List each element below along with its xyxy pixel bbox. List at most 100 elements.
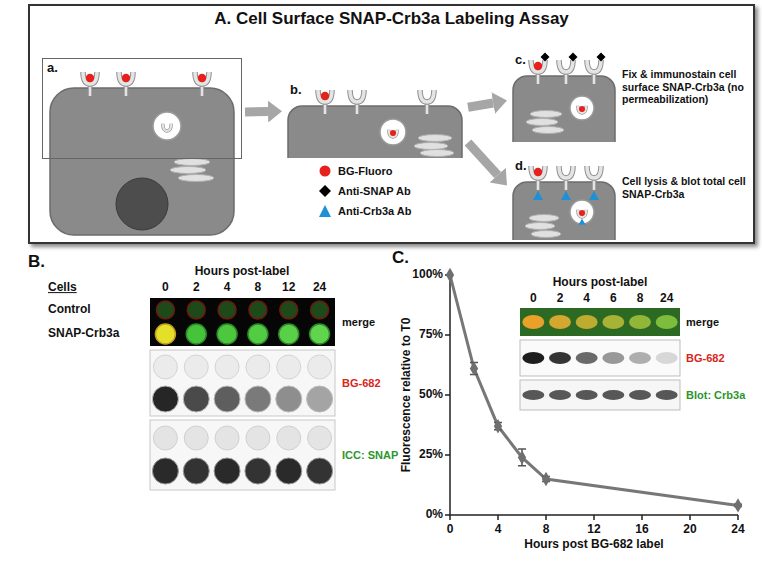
well bbox=[249, 301, 267, 319]
receptor-cup bbox=[195, 72, 209, 84]
bg-fluoro-dot bbox=[579, 210, 585, 216]
well bbox=[215, 355, 239, 379]
cell-body bbox=[513, 76, 615, 142]
golgi-cisterna bbox=[529, 215, 559, 222]
blot-band bbox=[576, 390, 598, 400]
data-marker bbox=[446, 268, 454, 282]
swatch-shape bbox=[319, 185, 331, 197]
well bbox=[155, 324, 175, 344]
receptor-cup bbox=[119, 72, 133, 84]
well bbox=[277, 426, 301, 450]
tick-label: 20 bbox=[683, 523, 696, 537]
receptor-cup bbox=[163, 124, 171, 131]
anti-crb3a-antibody bbox=[579, 219, 586, 225]
golgi-cisterna bbox=[420, 150, 454, 157]
well bbox=[217, 324, 237, 344]
receptor-cup bbox=[420, 90, 434, 102]
well bbox=[245, 386, 271, 412]
axis-tick bbox=[445, 394, 450, 396]
receptor-cup bbox=[559, 60, 573, 72]
well bbox=[311, 301, 329, 319]
tick-label: 8 bbox=[543, 523, 550, 537]
cell-label: a. bbox=[42, 59, 63, 78]
well bbox=[183, 386, 209, 412]
well bbox=[280, 301, 298, 319]
tick-label: 75% bbox=[419, 328, 443, 342]
channel-label: BG-682 bbox=[686, 352, 725, 365]
well bbox=[308, 355, 332, 379]
blot-band bbox=[522, 390, 544, 400]
receptor-cup bbox=[195, 72, 209, 84]
well bbox=[248, 324, 268, 344]
vesicle bbox=[570, 200, 594, 224]
channel-label: BG-682 bbox=[342, 377, 381, 390]
legend-text: Anti-SNAP Ab bbox=[338, 185, 411, 197]
blot-band bbox=[549, 390, 571, 400]
well bbox=[214, 458, 240, 484]
golgi-cisterna bbox=[170, 167, 206, 174]
cell-diagram: b. bbox=[285, 80, 465, 158]
receptor-cup bbox=[587, 60, 601, 72]
cell-diagram: d. bbox=[510, 156, 618, 240]
axis-tick bbox=[545, 515, 547, 520]
cell-illustration bbox=[42, 58, 242, 238]
blot-band bbox=[522, 352, 544, 364]
blot-band bbox=[602, 352, 624, 364]
vesicle bbox=[570, 96, 594, 120]
receptor-cup bbox=[119, 72, 133, 84]
nucleus bbox=[116, 178, 168, 230]
row-label: Control bbox=[48, 303, 91, 317]
receptor-cup bbox=[578, 106, 586, 113]
panel-letter: B. bbox=[28, 252, 45, 272]
blot-band bbox=[549, 352, 571, 364]
receptor-cup bbox=[531, 166, 545, 178]
bg-fluoro-dot bbox=[534, 62, 542, 70]
process-arrow bbox=[468, 103, 493, 107]
tick-label: 50% bbox=[419, 388, 443, 402]
data-marker bbox=[734, 498, 742, 512]
image-ground bbox=[520, 380, 680, 410]
cell-illustration bbox=[510, 50, 618, 142]
step-note: Fix & immunostain cell surface SNAP-Crb3… bbox=[622, 68, 747, 106]
receptor-cup bbox=[587, 166, 601, 178]
axis-title: Fluorescence relative to T0 bbox=[400, 318, 414, 473]
time-label: 2 bbox=[557, 292, 564, 306]
legend-item: Anti-Crb3a Ab bbox=[318, 204, 412, 218]
receptor-cup bbox=[587, 166, 601, 178]
panel-letter: C. bbox=[392, 248, 409, 268]
blot-band bbox=[602, 315, 624, 329]
golgi-cisterna bbox=[418, 135, 452, 142]
blot-band bbox=[549, 315, 571, 329]
time-label: 4 bbox=[224, 281, 231, 295]
receptor-cup bbox=[318, 90, 332, 102]
blot-band bbox=[629, 352, 651, 364]
tick-label: 24 bbox=[731, 523, 744, 537]
well bbox=[187, 301, 205, 319]
channel-label: Blot: Crb3a bbox=[686, 389, 745, 402]
receptor-cup bbox=[318, 90, 332, 102]
well bbox=[276, 458, 302, 484]
time-label: 12 bbox=[282, 281, 295, 295]
tick-label: 100% bbox=[412, 268, 443, 282]
well bbox=[246, 426, 270, 450]
receptor-cup bbox=[531, 166, 545, 178]
time-label: 8 bbox=[255, 281, 262, 295]
time-label: 24 bbox=[660, 292, 673, 306]
bg-fluoro-dot bbox=[122, 74, 130, 82]
legend-swatch bbox=[318, 204, 332, 218]
well bbox=[246, 355, 270, 379]
time-label: 6 bbox=[610, 292, 617, 306]
axis-title: Hours post-label bbox=[553, 276, 648, 290]
receptor-cup bbox=[587, 60, 601, 72]
image-ground bbox=[520, 340, 680, 376]
receptor-cup bbox=[83, 72, 97, 84]
anti-snap-antibody bbox=[597, 53, 606, 62]
receptor-cup bbox=[531, 60, 545, 72]
well bbox=[310, 324, 330, 344]
row-label: SNAP-Crb3a bbox=[48, 327, 119, 341]
anti-snap-antibody bbox=[541, 53, 550, 62]
data-marker bbox=[542, 472, 550, 486]
merge-image bbox=[150, 298, 335, 346]
receptor-cup bbox=[350, 90, 364, 102]
time-label: 0 bbox=[530, 292, 537, 306]
